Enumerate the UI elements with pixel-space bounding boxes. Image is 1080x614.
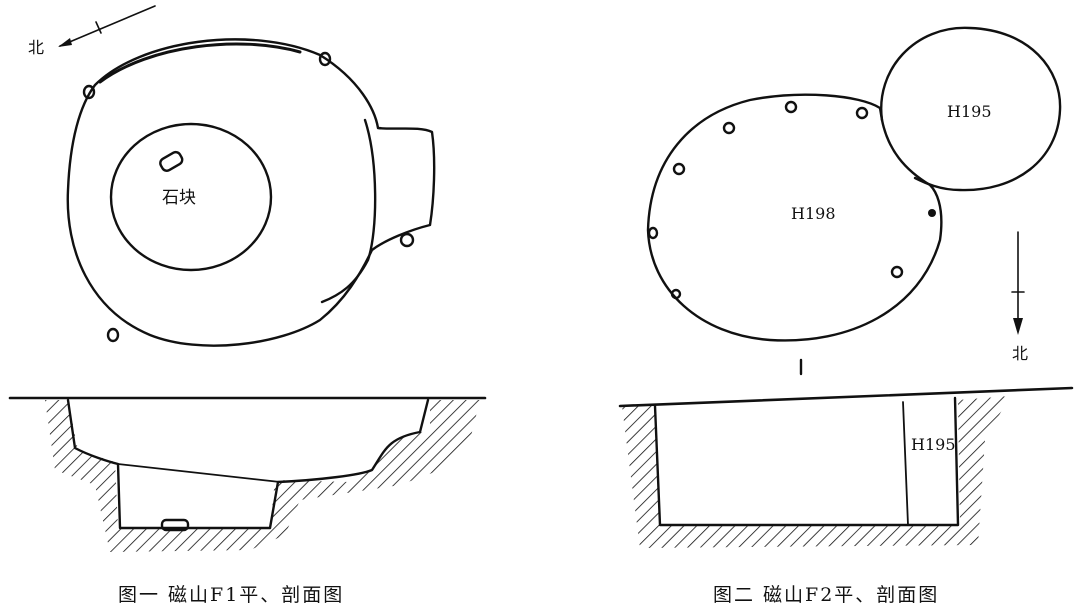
f1-section — [8, 396, 487, 552]
section-h195-label: H195 — [911, 435, 956, 454]
f1-house-outline — [66, 38, 436, 347]
stone-label: 石块 — [162, 188, 196, 208]
pit-h198-label: H198 — [791, 204, 836, 223]
f2-north-label: 北 — [1012, 344, 1029, 363]
pit-h195-label: H195 — [947, 102, 992, 121]
figure2-caption: 图二 磁山F2平、剖面图 — [713, 584, 940, 606]
figure1-caption: 图一 磁山F1平、剖面图 — [118, 584, 345, 606]
f1-north-arrow — [58, 5, 156, 47]
f1-north-label: 北 — [28, 38, 45, 57]
f2-plan — [646, 26, 1062, 376]
f2-section — [618, 386, 1074, 548]
f2-north-arrow — [1011, 231, 1025, 335]
